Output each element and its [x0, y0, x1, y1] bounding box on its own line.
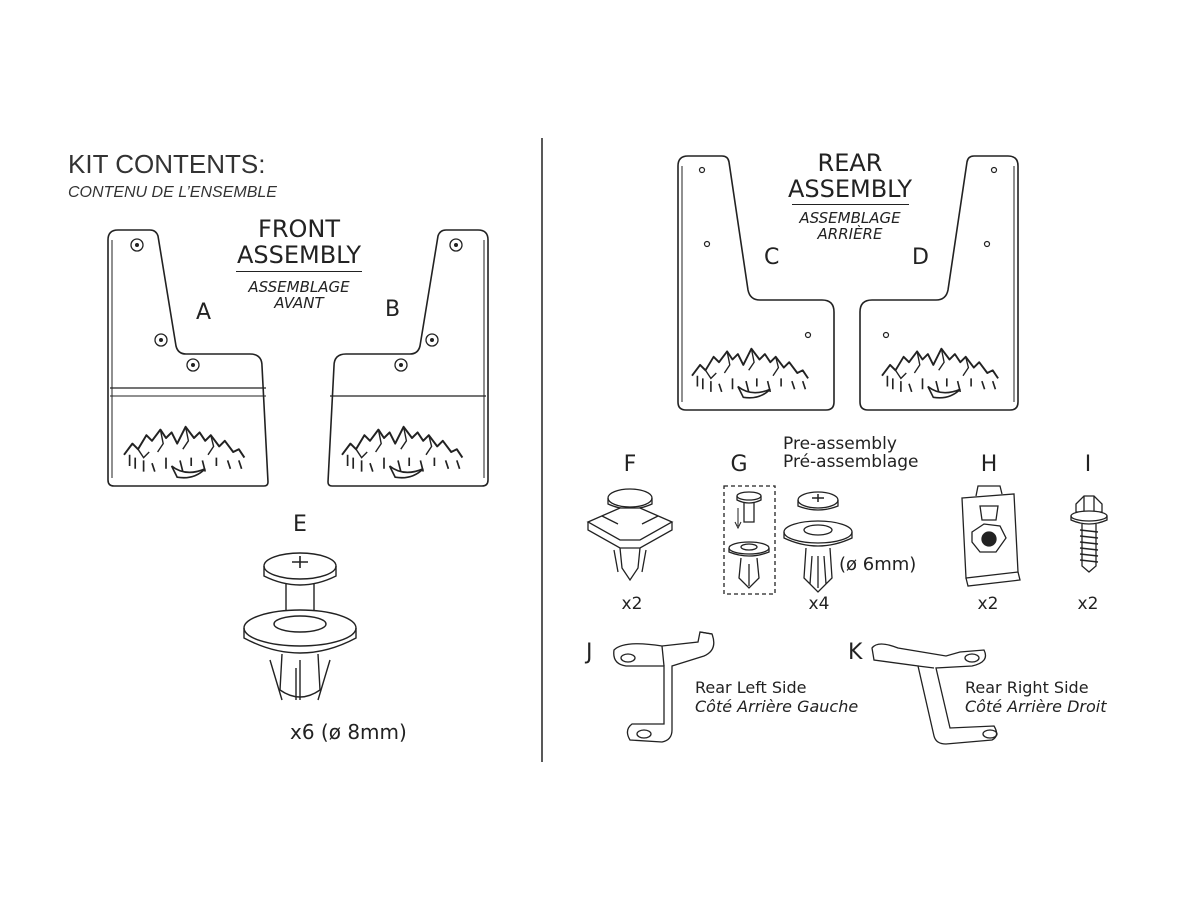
- part-label-k: K: [848, 640, 863, 665]
- rear-assembly-subtitle: ASSEMBLAGE ARRIÈRE: [799, 210, 900, 242]
- part-label-j: J: [586, 640, 593, 665]
- bracket-j-icon: [613, 631, 715, 743]
- part-g-size: (ø 6mm): [839, 554, 917, 575]
- mudflap-d-icon: [859, 155, 1019, 411]
- front-assembly-divider: [236, 271, 362, 272]
- part-k-name-fr: Côté Arrière Droit: [965, 697, 1107, 716]
- mudflap-a-icon: [107, 229, 269, 487]
- pre-assembly-en: Pre-assembly: [783, 434, 897, 454]
- part-g-quantity: x4: [808, 594, 830, 614]
- part-j-name-en: Rear Left Side: [695, 678, 807, 697]
- front-assembly-title: FRONT ASSEMBLY: [237, 216, 361, 268]
- front-assembly-subtitle: ASSEMBLAGE AVANT: [248, 279, 349, 311]
- front-assembly-sub-line2: AVANT: [274, 294, 324, 312]
- part-e-quantity: x6 (ø 8mm): [290, 720, 407, 744]
- part-k-name-en: Rear Right Side: [965, 678, 1089, 697]
- part-i-quantity: x2: [1077, 594, 1099, 614]
- u-nut-h-icon: [961, 485, 1021, 587]
- push-clip-f-icon: [586, 488, 674, 582]
- part-label-e: E: [293, 512, 307, 537]
- part-label-g: G: [730, 452, 748, 477]
- part-k-description: Rear Right Side Côté Arrière Droit: [965, 678, 1106, 716]
- part-label-d: D: [912, 245, 929, 270]
- rear-assembly-title: REAR ASSEMBLY: [788, 150, 912, 202]
- front-assembly-sub-line1: ASSEMBLAGE: [248, 278, 350, 296]
- part-j-name-fr: Côté Arrière Gauche: [695, 697, 859, 716]
- bolt-i-icon: [1070, 495, 1108, 573]
- mudflap-c-icon: [677, 155, 835, 411]
- rear-assembly-sub-line2: ARRIÈRE: [817, 225, 883, 243]
- part-label-f: F: [623, 452, 637, 477]
- part-f-quantity: x2: [621, 594, 643, 614]
- part-label-i: I: [1084, 452, 1092, 477]
- part-label-b: B: [385, 297, 401, 322]
- pre-assembly-fr: Pré-assemblage: [783, 452, 919, 472]
- part-label-c: C: [764, 245, 780, 270]
- page-title: KIT CONTENTS:: [68, 149, 266, 179]
- pre-assembly-label: Pre-assembly Pré-assemblage: [783, 435, 919, 471]
- rivet-g-icon: [723, 485, 853, 595]
- mudflap-b-icon: [327, 229, 489, 487]
- page-subtitle: CONTENU DE L’ENSEMBLE: [68, 184, 277, 201]
- part-label-h: H: [980, 452, 998, 477]
- front-assembly-title-line2: ASSEMBLY: [236, 241, 362, 269]
- rear-assembly-title-line1: REAR: [817, 149, 883, 177]
- rear-assembly-divider: [792, 204, 909, 205]
- part-j-description: Rear Left Side Côté Arrière Gauche: [695, 678, 858, 716]
- part-label-a: A: [196, 300, 212, 325]
- front-assembly-title-line1: FRONT: [258, 215, 340, 243]
- part-h-quantity: x2: [977, 594, 999, 614]
- bracket-k-icon: [871, 643, 998, 745]
- rear-assembly-sub-line1: ASSEMBLAGE: [799, 209, 901, 227]
- push-rivet-e-icon: [243, 552, 357, 701]
- rear-assembly-title-line2: ASSEMBLY: [787, 175, 913, 203]
